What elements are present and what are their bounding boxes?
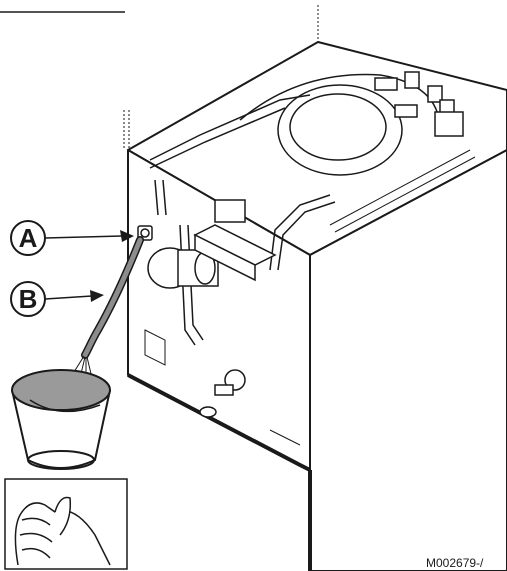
callout-b-label: B [19,284,38,314]
heat-exchanger-dome [239,73,441,176]
bucket-icon [11,369,111,470]
figure-reference-code: M002679-/ [426,556,484,570]
hydraulic-block [193,199,277,282]
casing-details [144,149,476,446]
bottom-drain-tap [199,369,246,418]
callout-a-label: A [19,223,38,253]
callout-a: A [10,220,134,256]
casing-bottom-edge [127,373,312,571]
hand-warning-icon [4,478,128,570]
drain-hose-fill [82,237,143,358]
top-connectors [374,71,464,137]
callout-b: B [10,281,104,317]
